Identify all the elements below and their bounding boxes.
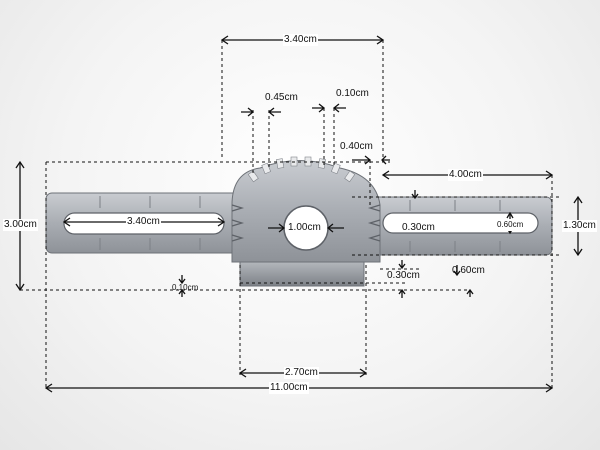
lip-offset-label: 0.30cm <box>387 270 420 281</box>
tab-gap-label: 0.10cm <box>336 88 369 99</box>
overall-height-label: 3.00cm <box>3 219 38 231</box>
bottom-lip <box>239 261 365 287</box>
hole-diameter-label: 1.00cm <box>287 222 322 234</box>
dimension-arrows <box>15 35 583 393</box>
overall-width-label: 11.00cm <box>269 382 309 394</box>
right-notches <box>367 204 381 242</box>
left-notches <box>231 204 245 242</box>
arm-height-label: 1.30cm <box>562 220 597 232</box>
arm-score-marks <box>99 196 501 252</box>
arm-edge-offset-label: 0.60cm <box>452 265 485 276</box>
slot-end-offset-label: 0.30cm <box>402 222 435 233</box>
arm-length-label: 4.00cm <box>448 169 483 181</box>
mounting-bracket <box>45 156 553 287</box>
dimension-lines <box>20 40 560 388</box>
top-width-label: 3.40cm <box>283 34 318 46</box>
lip-width-label: 2.70cm <box>284 367 319 379</box>
tab-depth-label: 0.40cm <box>340 141 373 152</box>
slot-length-label: 3.40cm <box>126 216 161 228</box>
slot-width-label: 0.60cm <box>496 219 525 231</box>
tab-width-label: 0.45cm <box>265 92 298 103</box>
lip-thickness-label: 0.10cm <box>172 283 199 292</box>
